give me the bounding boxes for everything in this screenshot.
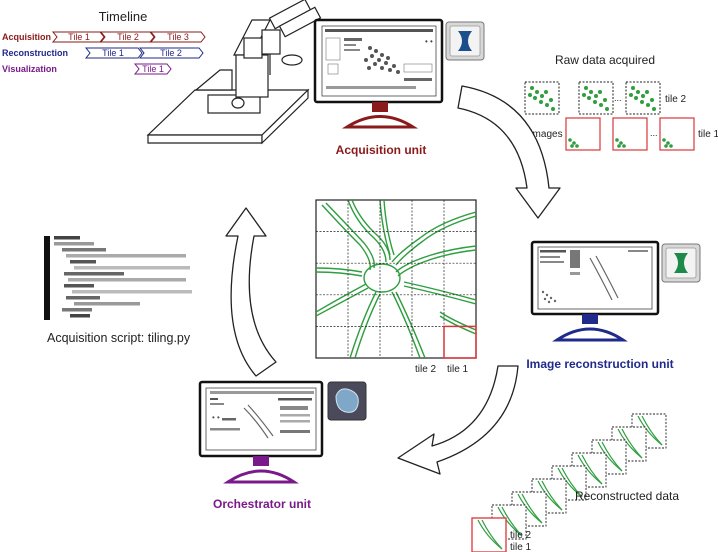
timeline-tile-chevron: [84, 47, 143, 59]
svg-text:• •: • •: [212, 413, 220, 422]
reconstructed-tile: [471, 517, 507, 552]
timeline-tile-label: Tile 1: [102, 48, 124, 58]
raw-tile2-label: tile 2: [665, 94, 687, 105]
timeline-label-reconstruction: Reconstruction: [2, 48, 68, 58]
reconstructed-title: Reconstructed data: [575, 489, 679, 503]
raw-n-images-label: n images: [522, 129, 563, 140]
script-caption: Acquisition script: tiling.py: [47, 331, 191, 345]
raw-tile1-label: tile 1: [698, 129, 718, 140]
arrow-to-orchestrator: [397, 365, 519, 475]
grid-tile2-label: tile 2: [415, 364, 437, 375]
timeline-tile-chevron: [149, 31, 206, 43]
timeline-tile-label: Tile 3: [167, 32, 189, 42]
grid-tile1-highlight: [443, 325, 477, 359]
tile-grid: tile 2 tile 1: [315, 199, 477, 375]
raw-ellipsis: ...: [650, 128, 658, 138]
orchestrator-unit-label: Orchestrator unit: [213, 497, 311, 511]
acquisition-app-icon: [445, 21, 485, 61]
arrow-to-reconstruction: [457, 85, 561, 219]
reconstruction-app-icon: [661, 243, 701, 283]
timeline-tile-chevron: [51, 31, 105, 43]
raw-data: Raw data acquired ... tile 2 n images: [522, 53, 718, 151]
timeline-tile-label: Tile 1: [142, 64, 164, 74]
grid-tile1-label: tile 1: [447, 364, 469, 375]
timeline-tile-chevron: [138, 47, 204, 59]
timeline: Timeline Acquisition Tile 1 Tile 2 Tile …: [2, 9, 206, 75]
reconstructed-stack: [471, 413, 667, 552]
neuron-drawing: [316, 200, 476, 358]
timeline-tile-label: Tile 2: [160, 48, 182, 58]
microscope-icon: [146, 0, 322, 145]
script-listing: Acquisition script: tiling.py: [44, 236, 192, 345]
timeline-label-visualization: Visualization: [2, 64, 57, 74]
arrow-to-acquisition: [225, 207, 277, 377]
raw-tile1-frames: n images ... tile 1: [522, 117, 718, 151]
acquisition-unit-label: Acquisition unit: [336, 143, 427, 157]
timeline-title: Timeline: [99, 9, 148, 24]
orchestrator-monitor: • •: [198, 380, 324, 484]
reconstructed-tile2-label: tile 2: [510, 530, 532, 541]
timeline-tile-label: Tile 2: [117, 32, 139, 42]
orchestrator-app-icon: [327, 381, 367, 421]
timeline-tile-chevron: [133, 63, 172, 75]
reconstruction-unit-label: Image reconstruction unit: [526, 357, 673, 371]
acquisition-monitor: • •: [313, 18, 444, 129]
timeline-tile-chevron: [99, 31, 155, 43]
cycle-arrows: [225, 85, 561, 475]
timeline-label-acquisition: Acquisition: [2, 32, 51, 42]
reconstruction-monitor: [530, 240, 660, 342]
raw-ellipsis: ...: [614, 93, 622, 103]
reconstructed-tile1-label: tile 1: [510, 542, 532, 552]
raw-data-title: Raw data acquired: [555, 53, 655, 67]
svg-text:• •: • •: [425, 37, 433, 46]
timeline-tile-label: Tile 1: [68, 32, 90, 42]
raw-tile2-frames: ... tile 2: [524, 81, 687, 115]
